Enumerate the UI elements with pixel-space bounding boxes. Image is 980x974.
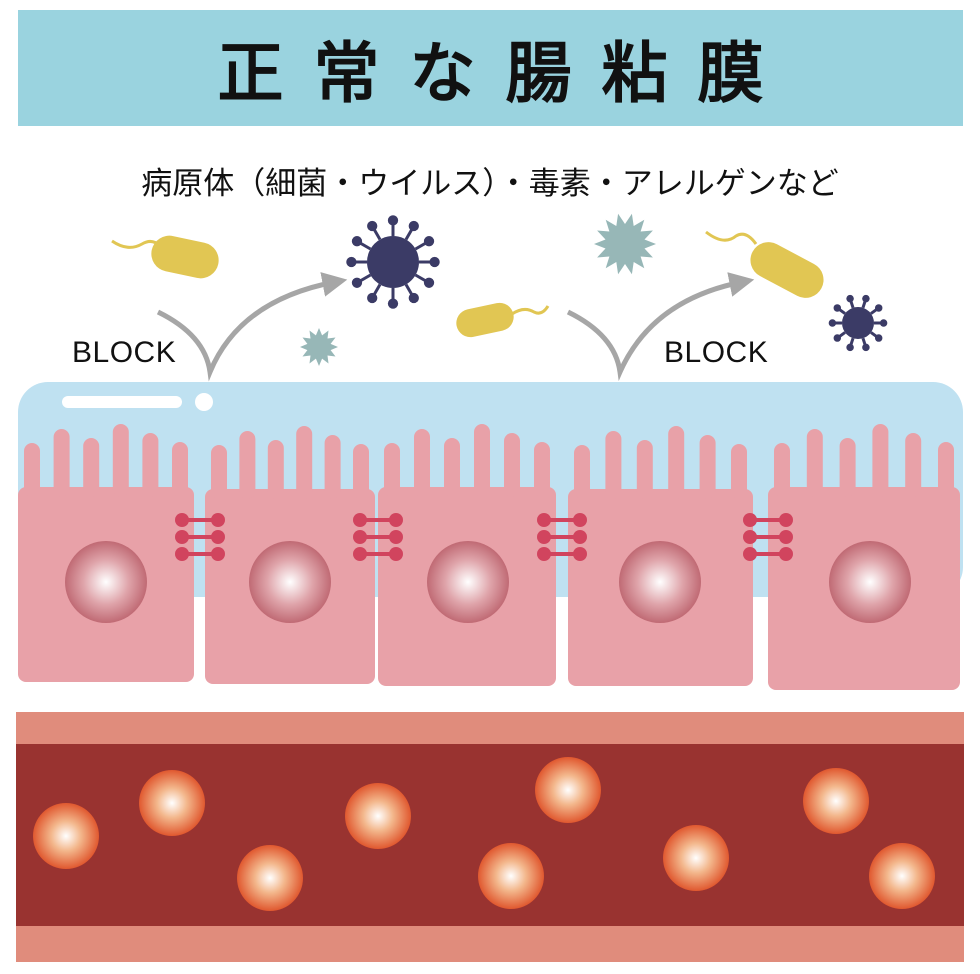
microvillus <box>83 438 100 497</box>
microvillus <box>806 429 823 497</box>
microvillus <box>534 442 550 497</box>
block-label-left: BLOCK <box>72 336 177 369</box>
microvillus <box>574 445 590 499</box>
blood-vessel <box>16 712 964 962</box>
bacteria-icon <box>456 302 550 338</box>
microvillus <box>905 433 922 497</box>
microvillus <box>774 443 790 497</box>
nucleus <box>249 541 331 623</box>
tight-junction <box>537 513 587 561</box>
virus-icon <box>828 294 888 352</box>
tight-junction <box>743 513 793 561</box>
microvillus <box>24 443 40 497</box>
block-arrow-left <box>156 272 348 382</box>
microvillus <box>668 426 685 499</box>
tight-junction <box>353 513 403 561</box>
epithelial-cells <box>18 424 960 690</box>
microvillus <box>872 424 889 497</box>
virus-icon <box>346 215 440 309</box>
tight-junction <box>175 513 225 561</box>
blood-cell <box>803 768 869 834</box>
microvillus <box>839 438 856 497</box>
blood-cell <box>237 845 303 911</box>
microvillus <box>636 440 653 499</box>
blood-cell <box>345 783 411 849</box>
page-title: 正常な腸粘膜 <box>217 35 794 112</box>
microvillus <box>731 444 747 499</box>
microvillus <box>142 433 159 497</box>
nucleus <box>619 541 701 623</box>
microvillus <box>353 444 369 499</box>
block-label-right: BLOCK <box>664 336 769 369</box>
microvillus <box>474 424 490 497</box>
title-banner: 正常な腸粘膜 <box>18 10 963 126</box>
epithelial-cell <box>378 424 556 686</box>
blood-cell <box>139 770 205 836</box>
microvillus <box>384 443 400 497</box>
blood-cell <box>869 843 935 909</box>
tight-junctions <box>175 513 793 561</box>
blood-cell <box>535 757 601 823</box>
blood-cells <box>33 757 935 911</box>
epithelial-cell <box>568 426 753 686</box>
toxin-icon <box>594 213 656 275</box>
microvillus <box>53 429 70 497</box>
microvillus <box>239 431 256 499</box>
microvillus <box>296 426 313 499</box>
block-arrow-right <box>566 272 755 382</box>
toxin-icon <box>300 328 338 366</box>
highlight-bar <box>62 396 182 408</box>
pathogens-caption: 病原体（細菌・ウイルス）・毒素・アレルゲンなど <box>141 166 839 202</box>
microvillus <box>414 429 430 497</box>
microvillus <box>172 442 188 497</box>
highlight-dot <box>195 393 213 411</box>
microvillus <box>324 435 341 499</box>
nucleus <box>829 541 911 623</box>
microvillus <box>699 435 716 499</box>
microvillus <box>444 438 460 497</box>
bacteria-icon <box>111 235 219 279</box>
epithelial-cell <box>18 424 194 682</box>
epithelial-cell <box>205 426 375 684</box>
nucleus <box>65 541 147 623</box>
microvillus <box>267 440 284 499</box>
microvillus <box>211 445 227 499</box>
blood-cell <box>663 825 729 891</box>
blood-cell <box>478 843 544 909</box>
microvillus <box>605 431 622 499</box>
bacteria-icon <box>705 230 824 298</box>
microvillus <box>112 424 129 497</box>
blood-cell <box>33 803 99 869</box>
nucleus <box>427 541 509 623</box>
microvillus <box>504 433 520 497</box>
microvillus <box>938 442 954 497</box>
epithelial-cell <box>768 424 960 690</box>
